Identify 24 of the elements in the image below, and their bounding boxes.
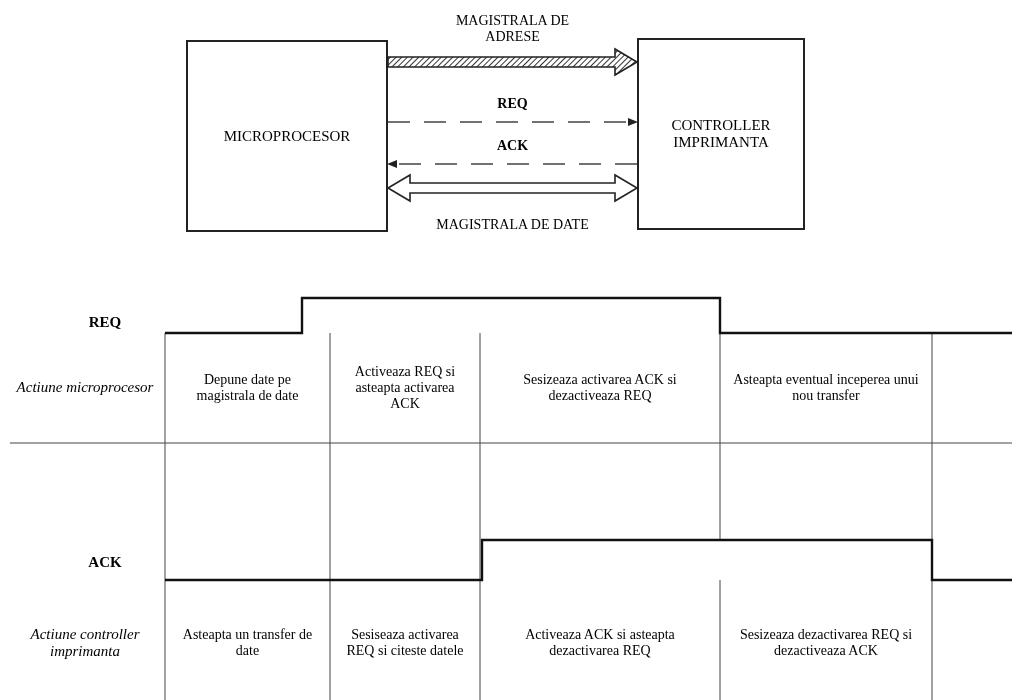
signal-arrow: [387, 160, 638, 168]
component-box: [186, 40, 388, 232]
table-cell-text: Depune date pe magistrala de date: [195, 370, 300, 405]
signal-name: ACK: [87, 553, 123, 573]
edge-label: ACK: [495, 136, 530, 155]
row-heading: Actiune controller imprimanta: [29, 624, 141, 661]
table-cell-text: Sesizeaza activarea ACK si dezactiveaza REQ: [522, 370, 678, 405]
signal-name: REQ: [87, 313, 123, 333]
table-cell-text: Sesizeaza dezactivarea REQ si dezactiveaza ACK: [738, 625, 914, 660]
edge-label: MAGISTRALA DE ADRESE: [454, 11, 571, 46]
table-cell-text: Activeaza REQ si asteapta activarea ACK: [353, 362, 457, 414]
table-cell-text: Asteapta eventual inceperea unui nou transfer: [732, 370, 920, 405]
table-cell-text: Sesiseaza activarea REQ si citeste datele: [345, 625, 465, 660]
edge-label: MAGISTRALA DE DATE: [435, 215, 590, 234]
table-cell-text: Activeaza ACK si asteapta dezactivarea REQ: [524, 625, 676, 660]
bus-arrow: [386, 173, 639, 203]
signal-arrow: [387, 118, 638, 126]
component-box: [637, 38, 805, 230]
edge-label: REQ: [496, 94, 529, 113]
bus-arrow: [387, 47, 639, 77]
box-label: MICROPROCESOR: [222, 127, 352, 145]
box-label: CONTROLLER IMPRIMANTA: [670, 117, 772, 151]
row-heading: Actiune microprocesor: [15, 378, 155, 398]
table-cell-text: Asteapta un transfer de date: [181, 625, 314, 660]
